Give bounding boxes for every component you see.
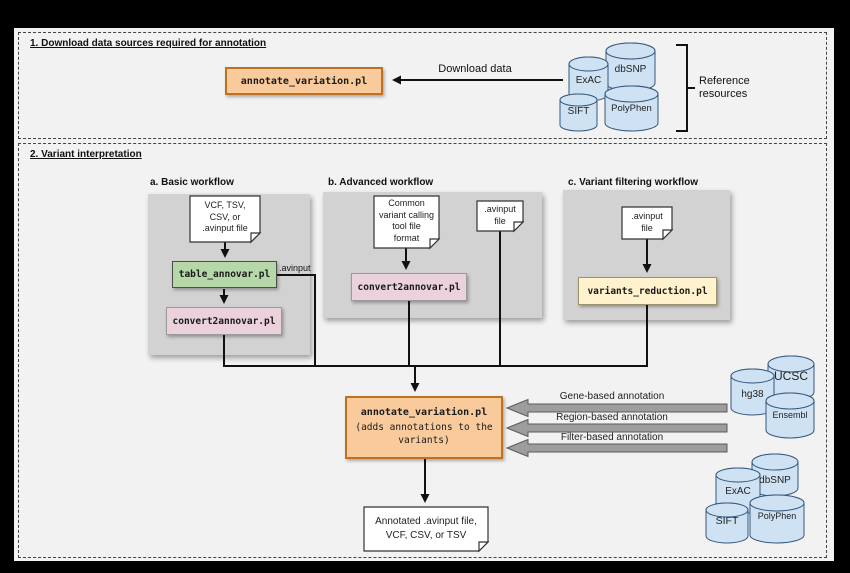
annotate-variation-main-box: annotate_variation.pl (adds annotations … [345, 396, 503, 459]
dbsnp-label-top: dbSNP [614, 64, 647, 75]
dbsnp-label-bottom: dbSNP [759, 475, 791, 486]
doc-advanced-avinput [476, 200, 525, 233]
ensembl-label: Ensembl [772, 410, 808, 420]
gene-annotation-arrow [505, 398, 728, 418]
sift-label-bottom: SIFT [715, 515, 739, 527]
advanced-workflow-header: b. Advanced workflow [328, 177, 434, 188]
section-download-data [18, 32, 827, 139]
convert2annovar-box-advanced: convert2annovar.pl [351, 273, 467, 301]
sift-label-top: SIFT [567, 106, 590, 117]
hg38-cylinder [730, 368, 775, 416]
annotate-variation-main-subtitle: (adds annotations to the variants) [355, 422, 493, 446]
region-annotation-arrow [505, 418, 728, 438]
advanced-avinput-doc-text: .avinput file [484, 204, 516, 226]
polyphen-cylinder-top [604, 85, 659, 132]
gene-annotation-label: Gene-based annotation [559, 391, 665, 402]
filter-annotation-label: Filter-based annotation [560, 432, 664, 443]
doc-basic-input [189, 195, 262, 244]
polyphen-cylinder-bottom [749, 494, 805, 544]
region-annotation-label: Region-based annotation [556, 412, 668, 423]
hg38-label: hg38 [741, 389, 764, 400]
dbsnp-cylinder-bottom [751, 453, 799, 497]
download-data-label: Download data [438, 63, 512, 75]
polyphen-label-top: PolyPhen [611, 103, 652, 114]
advanced-input-doc-text: Common variant calling tool file format [378, 198, 435, 244]
filter-annotation-arrow [505, 438, 728, 458]
avinput-edge-label: .avinput [279, 263, 311, 273]
doc-advanced-input [373, 195, 441, 250]
ucsc-cylinder [767, 355, 815, 401]
section1-title: 1. Download data sources required for an… [30, 38, 267, 49]
filtering-avinput-doc-text: .avinput file [631, 211, 663, 233]
sift-cylinder-top [559, 93, 598, 132]
reference-resources-label: Reference resources [699, 75, 750, 101]
polyphen-label-bottom: PolyPhen [757, 511, 797, 521]
line-avinput-elbow [277, 274, 316, 367]
reference-bracket [676, 44, 688, 132]
convert2annovar-box-basic: convert2annovar.pl [166, 307, 282, 335]
annotated-output-doc-text: Annotated .avinput file, VCF, CSV, or TS… [375, 516, 477, 541]
doc-filtering-avinput [621, 206, 674, 241]
annotate-variation-download-box: annotate_variation.pl [225, 67, 383, 95]
exac-label-bottom: ExAC [725, 486, 751, 497]
sift-cylinder-bottom [705, 502, 749, 544]
filtering-workflow-header: c. Variant filtering workflow [568, 177, 699, 188]
ucsc-label: UCSC [773, 369, 808, 383]
basic-workflow-header: a. Basic workflow [150, 177, 234, 188]
table-annovar-box: table_annovar.pl [172, 261, 277, 288]
section2-title: 2. Variant interpretation [30, 149, 142, 160]
variants-reduction-box: variants_reduction.pl [578, 277, 717, 305]
basic-input-doc-text: VCF, TSV, CSV, or .avinput file [202, 200, 248, 234]
ensembl-cylinder [765, 392, 815, 439]
exac-label-top: ExAC [575, 75, 602, 86]
doc-annotated-output [363, 506, 490, 553]
dbsnp-cylinder-top [605, 42, 656, 92]
annotate-variation-main-title: annotate_variation.pl [360, 407, 488, 419]
